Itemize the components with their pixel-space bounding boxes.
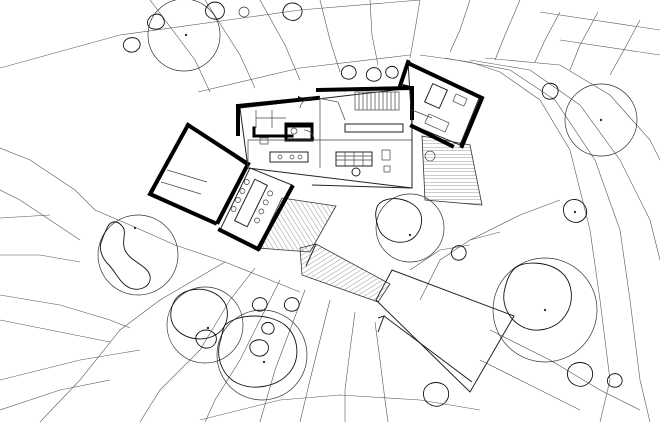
stairs	[354, 91, 400, 111]
coffee-table	[351, 167, 361, 177]
tree-6	[340, 65, 357, 80]
tree-13	[97, 214, 179, 296]
kitchen-island	[269, 151, 309, 163]
pool-area	[305, 243, 515, 393]
tree-9	[564, 83, 638, 157]
terraces	[257, 135, 483, 303]
tree-18	[251, 297, 268, 312]
tree-20	[261, 321, 275, 335]
kitchen-counter	[344, 123, 404, 133]
tree-16	[166, 286, 244, 364]
entry-arrow-icon	[298, 96, 304, 102]
main-house	[235, 85, 414, 189]
dining-table	[233, 178, 269, 228]
tree-10	[563, 199, 588, 223]
bedroom-wing	[397, 59, 485, 162]
tree-3	[238, 6, 250, 18]
tree-14	[492, 257, 598, 363]
bed	[423, 82, 449, 110]
tree-11	[375, 193, 445, 263]
tree-17	[216, 309, 308, 401]
tree-15	[567, 362, 623, 388]
tree-21	[423, 382, 450, 407]
tree-12	[450, 245, 467, 261]
tree-8	[541, 82, 559, 100]
tree-19	[283, 297, 300, 312]
tree-4	[282, 2, 303, 21]
dining-wing	[217, 167, 295, 252]
trees	[97, 0, 638, 407]
tree-2	[205, 1, 225, 20]
tree-5	[122, 37, 141, 53]
tree-7	[365, 65, 399, 82]
tree-1	[147, 0, 221, 72]
garage	[147, 122, 251, 226]
